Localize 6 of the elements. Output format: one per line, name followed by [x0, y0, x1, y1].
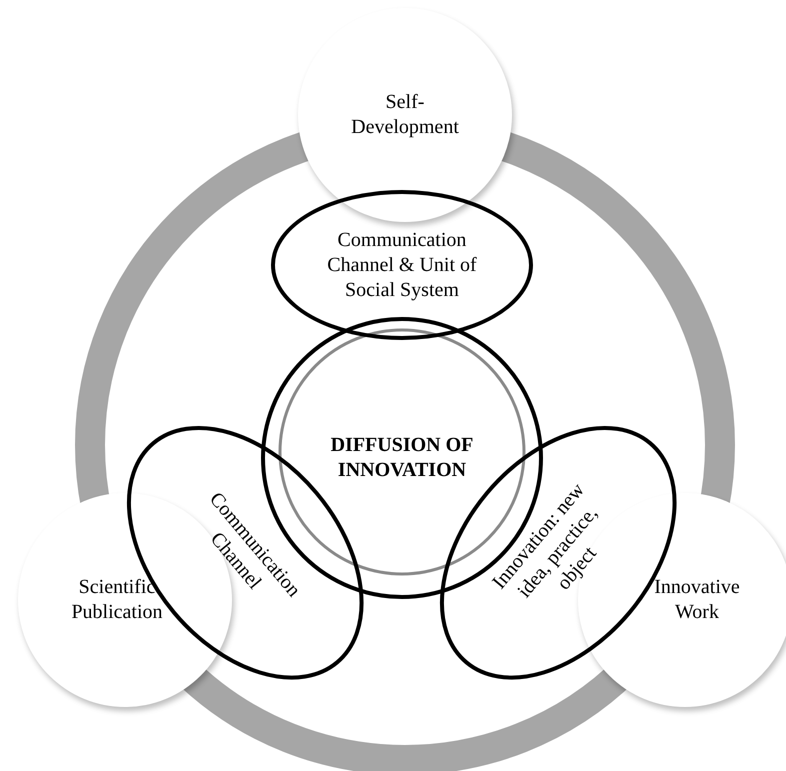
node-label: Communication Channel & Unit of Social System — [326, 228, 478, 302]
ellipse-node — [271, 190, 533, 340]
node-label: Innovative Work — [653, 575, 741, 625]
node-label: Scientific Publication — [70, 575, 164, 625]
node-label: DIFFUSION OF INNOVATION — [330, 433, 474, 483]
node-label: Self- Development — [350, 90, 460, 140]
